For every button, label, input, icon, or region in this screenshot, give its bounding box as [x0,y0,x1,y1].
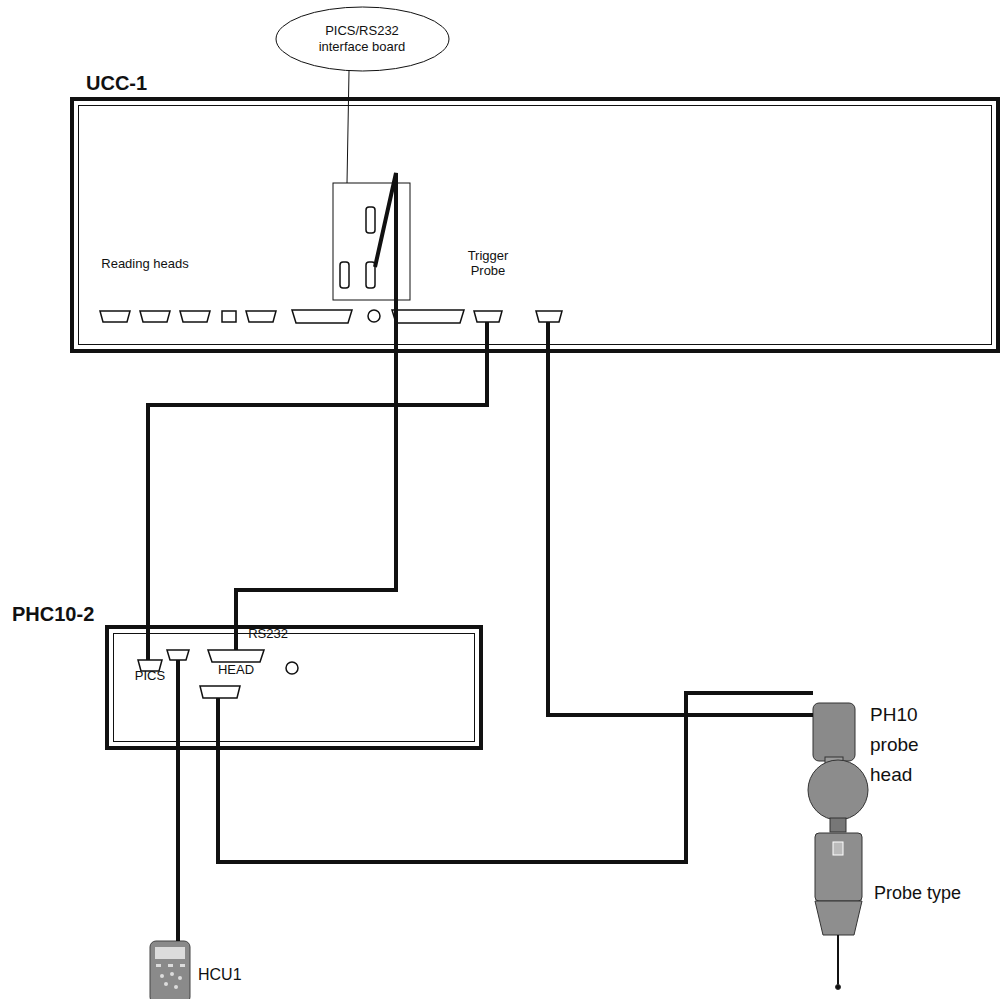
leader-line [347,71,349,183]
port-label: HEAD [206,662,266,677]
port-label: Probe type [874,883,974,903]
hand-control-unit: HCU1 [148,940,258,998]
cable [148,322,487,660]
inner-panel [113,633,475,742]
node-title: PHC10-2 [12,602,94,626]
probe-head-drawing [808,703,868,990]
controller-box: UCC-1 [70,97,1000,353]
hcu1-drawing [150,941,190,999]
cable [176,660,180,941]
port-label: RS232 [238,626,298,641]
inner-panel [78,105,992,345]
cable [218,693,813,862]
controller-box: PHC10-2 [105,625,483,750]
port-label: Trigger Probe [453,248,523,278]
port-label: PICS [125,668,175,683]
ucc-ports [100,183,562,323]
node-title: PH10 probe head [870,700,940,790]
cable [548,322,813,715]
callout-ellipse: PICS/RS232 interface board [275,6,450,72]
node-title: UCC-1 [86,71,147,95]
probe-head: PH10 probe head [806,700,996,945]
node-title: HCU1 [198,965,242,985]
node-title: PICS/RS232 interface board [307,23,417,55]
cable [236,173,396,650]
port-label: Reading heads [100,256,190,271]
